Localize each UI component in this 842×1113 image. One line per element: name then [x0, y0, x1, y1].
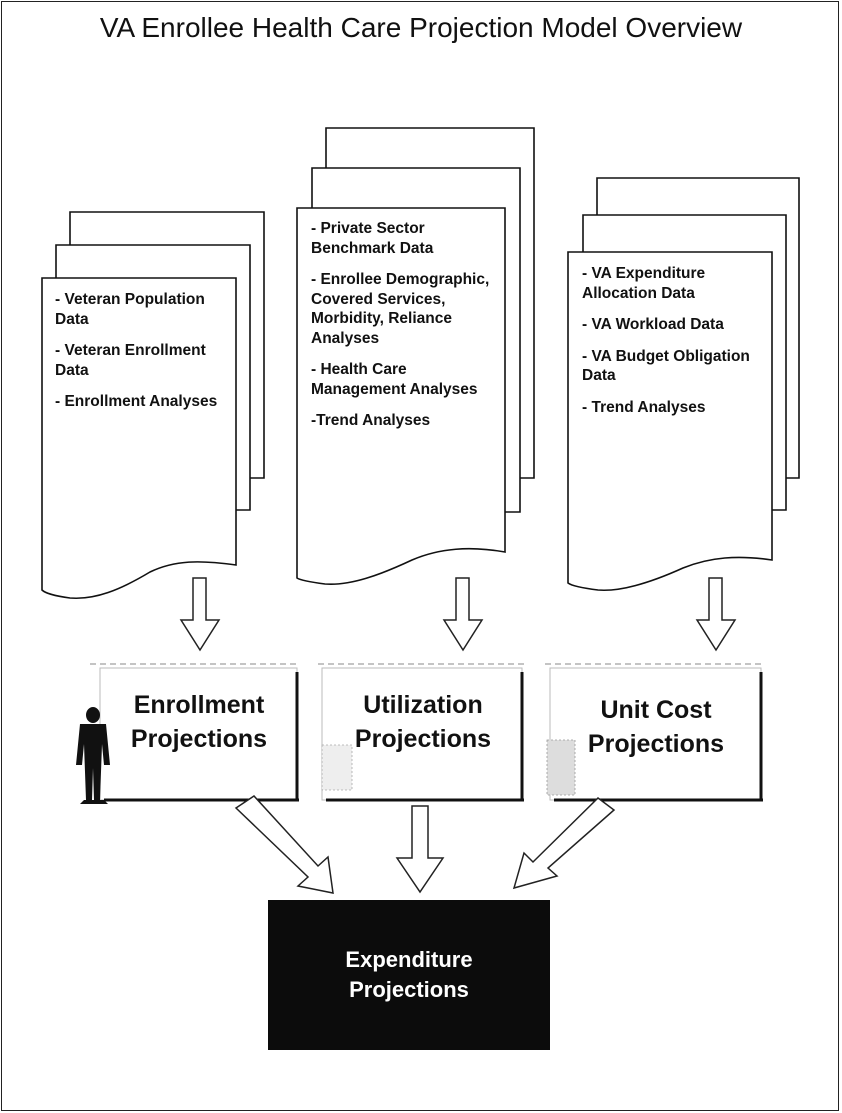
down-arrow-icon — [695, 577, 737, 652]
diagonal-arrow-icon — [512, 797, 616, 890]
result-box — [268, 900, 550, 1050]
document-stack-unit-cost — [567, 177, 800, 592]
data-list-utilization: - Private Sector Benchmark Data - Enroll… — [311, 219, 503, 443]
data-item: - Enrollment Analyses — [55, 393, 218, 410]
label-line: Enrollment — [133, 691, 265, 719]
person-icon — [76, 707, 110, 804]
projection-box-unit-cost — [545, 663, 763, 802]
projection-box-enrollment — [90, 663, 300, 802]
enrollment-projections-label: Enrollment Projections — [104, 688, 294, 756]
down-arrow-icon — [179, 577, 221, 652]
label-line: Unit Cost — [600, 696, 712, 724]
expenditure-projections-label: Expenditure Projections — [268, 900, 550, 1050]
data-item: - Trend Analyses — [582, 398, 706, 416]
data-item: - VA Workload Data — [582, 316, 724, 333]
page-title: VA Enrollee Health Care Projection Model… — [99, 12, 743, 43]
data-list-unit-cost: - VA Expenditure Allocation Data - VA Wo… — [582, 264, 767, 429]
data-item: - Enrollee Demographic, Covered Services… — [311, 271, 490, 347]
label-line: Expenditure — [345, 947, 473, 972]
label-line: Projections — [354, 725, 492, 753]
label-line: Utilization — [363, 691, 483, 719]
data-item: - VA Expenditure Allocation Data — [582, 265, 706, 302]
data-list-enrollment: - Veteran Population Data - Veteran Enro… — [55, 290, 233, 424]
data-item: - VA Budget Obligation Data — [582, 347, 750, 385]
data-item: - Veteran Population Data — [55, 291, 205, 328]
label-line: Projections — [349, 977, 469, 1002]
projection-box-utilization — [318, 663, 524, 802]
document-stack-utilization — [296, 127, 535, 586]
unit-cost-projections-label: Unit Cost Projections — [556, 693, 756, 761]
diagonal-arrow-icon — [234, 795, 334, 894]
label-line: Projections — [587, 730, 725, 758]
projection-box-decoration — [321, 744, 353, 791]
data-item: - Private Sector Benchmark Data — [311, 220, 434, 257]
data-item: - Veteran Enrollment Data — [55, 342, 206, 379]
utilization-projections-label: Utilization Projections — [326, 688, 520, 756]
label-line: Projections — [130, 725, 268, 753]
document-stack-enrollment — [41, 211, 265, 600]
data-item: - Health Care Management Analyses — [311, 361, 478, 398]
down-arrow-icon — [442, 577, 484, 652]
data-item: -Trend Analyses — [311, 412, 431, 429]
down-arrow-icon — [395, 805, 445, 894]
